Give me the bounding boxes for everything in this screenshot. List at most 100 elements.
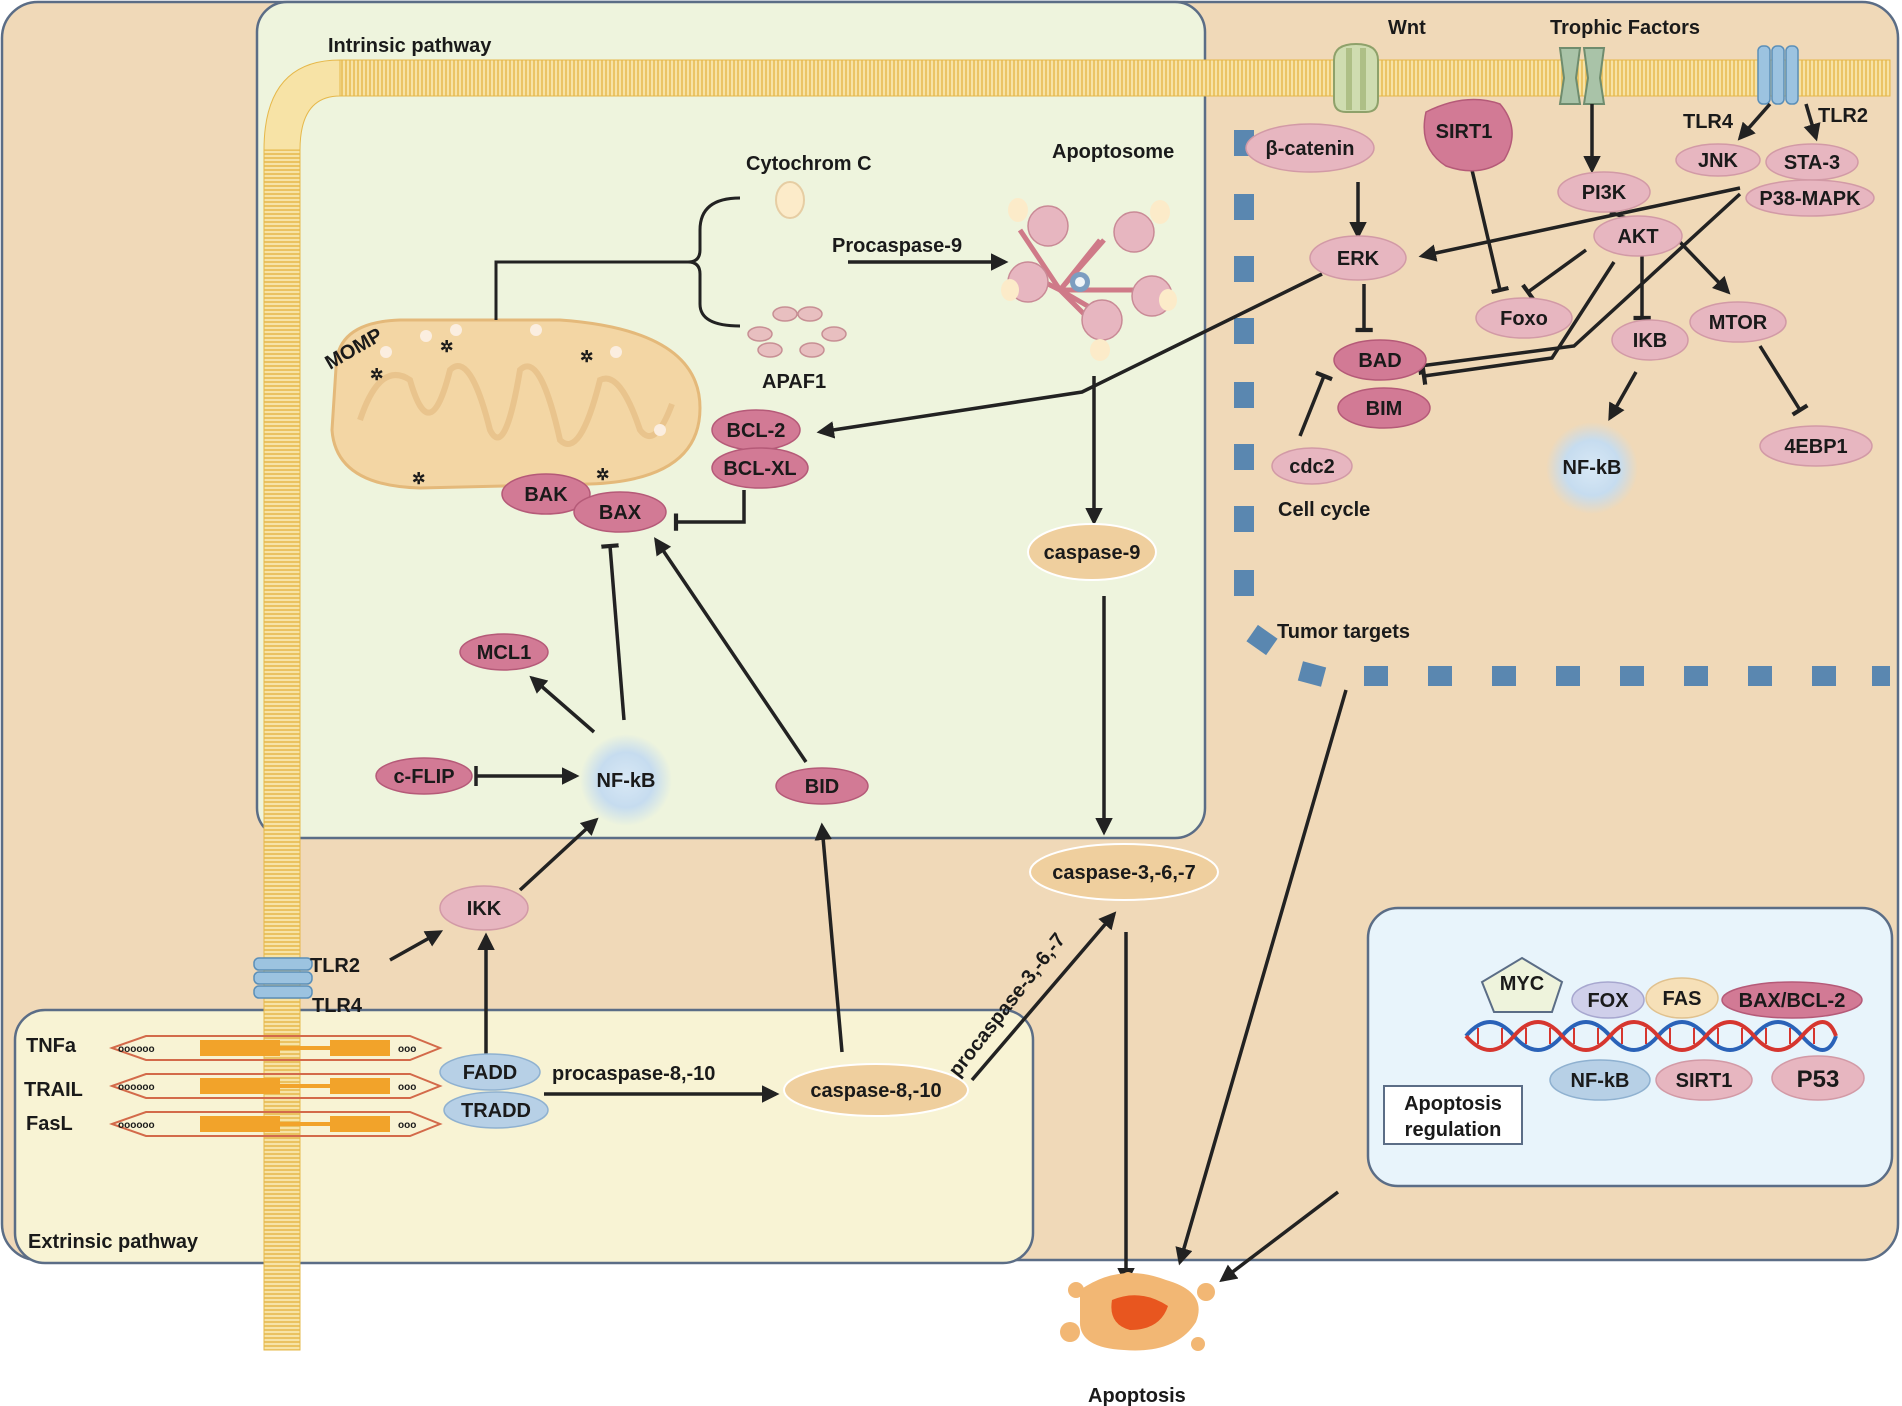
bclxl-node [711, 447, 809, 489]
tlr-receptor-icon-bottom [253, 957, 313, 999]
wnt-receptor-icon [1333, 42, 1379, 113]
pi3k-node [1557, 171, 1651, 213]
ikb-label: IKB [1633, 330, 1667, 352]
svg-text:✲: ✲ [580, 349, 593, 366]
bclxl-label: BCL-XL [723, 458, 796, 480]
cflip-node [375, 757, 473, 795]
death-receptor-complex-icon: oooooo oooooo oooooo ooo ooo ooo [108, 1035, 443, 1137]
bad-label: BAD [1358, 350, 1401, 372]
akt-label: AKT [1617, 226, 1658, 248]
caspase-3-6-7-label: caspase-3,-6,-7 [1052, 862, 1195, 884]
tlr4-top-label: TLR4 [1683, 111, 1734, 133]
apaf1-icon [747, 306, 847, 358]
p53-label: P53 [1797, 1066, 1840, 1093]
bax-bcl2-label: BAX/BCL-2 [1739, 990, 1846, 1012]
bcl2-label: BCL-2 [727, 420, 786, 442]
apoptotic-cell-icon [1060, 1272, 1215, 1351]
cell-cycle-label: Cell cycle [1278, 499, 1370, 521]
jnk-label: JNK [1698, 150, 1739, 172]
tradd-label: TRADD [461, 1100, 531, 1122]
fox-node [1571, 981, 1645, 1019]
extrinsic-pathway-label: Extrinsic pathway [28, 1231, 199, 1253]
cdc2-node [1271, 447, 1353, 485]
bak-label: BAK [524, 484, 568, 506]
svg-text:ooo: ooo [398, 1082, 416, 1093]
ligand-trail-label: TRAIL [24, 1079, 83, 1101]
pi3k-label: PI3K [1582, 182, 1627, 204]
fadd-label: FADD [463, 1062, 517, 1084]
nfkb-regulation-node [1549, 1059, 1651, 1101]
mitochondrion-icon: ✲ ✲ ✲ ✲ ✲ [330, 318, 702, 490]
svg-text:ooo: ooo [398, 1044, 416, 1055]
apoptosis-regulation-label-line2: regulation [1405, 1119, 1502, 1141]
fadd-node [439, 1053, 541, 1091]
nfkb-glow-intrinsic [580, 734, 672, 826]
caspase-9-node [1027, 523, 1157, 581]
mtor-label: MTOR [1709, 312, 1768, 334]
ligand-tnfa-label: TNFa [26, 1035, 77, 1057]
mtor-node [1689, 301, 1787, 343]
caspase-9-label: caspase-9 [1044, 542, 1141, 564]
mcl1-label: MCL1 [477, 642, 531, 664]
fox-label: FOX [1587, 990, 1629, 1012]
procaspase-8-10-label: procaspase-8,-10 [552, 1063, 715, 1085]
tumor-targets-label: Tumor targets [1277, 621, 1410, 643]
apoptosome-icon [1001, 198, 1177, 361]
apaf1-label: APAF1 [762, 371, 826, 393]
caspase-3-6-7-node [1029, 843, 1219, 901]
nfkb-glow-tumor [1546, 422, 1638, 514]
svg-text:✲: ✲ [596, 467, 609, 484]
sta3-label: STA-3 [1784, 152, 1840, 174]
myc-label: MYC [1500, 973, 1544, 995]
bid-label: BID [805, 776, 839, 798]
ikk-node [439, 885, 529, 931]
svg-text:oooooo: oooooo [118, 1120, 155, 1131]
cell-membrane [263, 59, 1891, 1351]
tlr-receptor-icon-top [1757, 45, 1799, 105]
apoptosis-outcome-label: Apoptosis [1088, 1385, 1186, 1406]
sirt1-regulation-node [1655, 1059, 1753, 1101]
sirt1-regulation-label: SIRT1 [1676, 1070, 1733, 1092]
apoptosome-label: Apoptosome [1052, 141, 1174, 163]
apoptosis-regulation-label-box [1383, 1085, 1523, 1145]
beta-catenin-node [1245, 123, 1375, 173]
bim-node [1337, 387, 1431, 429]
4ebp1-label: 4EBP1 [1784, 436, 1847, 458]
akt-node [1593, 215, 1683, 257]
bak-node [501, 473, 591, 515]
trophic-factor-receptor-icon [1558, 47, 1606, 105]
nfkb-tumor-label: NF-kB [1563, 457, 1622, 479]
tradd-node [443, 1091, 549, 1129]
fas-label: FAS [1663, 988, 1702, 1010]
jnk-node [1675, 143, 1761, 177]
nfkb-intrinsic-label: NF-kB [597, 770, 656, 792]
erk-label: ERK [1337, 248, 1380, 270]
p38-mapk-node [1745, 179, 1875, 217]
nfkb-regulation-label: NF-kB [1571, 1070, 1630, 1092]
tlr2-top-label: TLR2 [1818, 105, 1868, 127]
bad-node [1333, 339, 1427, 381]
dna-helix-icon [1464, 1020, 1838, 1052]
cytochrome-c-label: Cytochrom C [746, 153, 872, 175]
p53-node [1771, 1055, 1865, 1101]
procaspase-9-label: Procaspase-9 [832, 235, 962, 257]
myc-node [1480, 956, 1564, 1013]
sirt1-top-label: SIRT1 [1436, 121, 1493, 143]
svg-text:oooooo: oooooo [118, 1082, 155, 1093]
bid-node [775, 767, 869, 805]
foxo-label: Foxo [1500, 308, 1548, 330]
apoptosis-regulation-label-line1: Apoptosis [1404, 1093, 1502, 1115]
ikk-label: IKK [467, 898, 502, 920]
4ebp1-node [1759, 425, 1873, 467]
erk-node [1309, 235, 1407, 281]
momp-bracket [494, 196, 741, 328]
ligand-fasl-label: FasL [26, 1113, 73, 1135]
tlr2-bottom-label: TLR2 [310, 955, 360, 977]
ikb-node [1611, 319, 1689, 361]
svg-text:✲: ✲ [370, 367, 383, 384]
caspase-8-10-node [783, 1063, 969, 1117]
svg-text:oooooo: oooooo [118, 1044, 155, 1055]
bim-label: BIM [1366, 398, 1403, 420]
foxo-node [1475, 297, 1573, 339]
